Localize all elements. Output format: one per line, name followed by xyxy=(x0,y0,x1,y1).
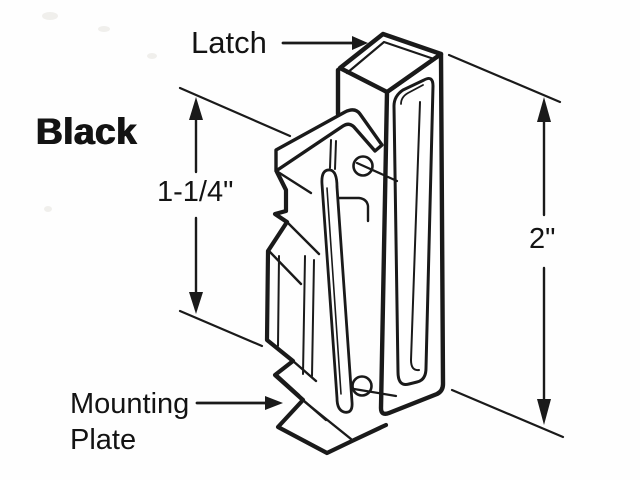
latch-callout-arrow xyxy=(281,36,368,50)
tab-under-edge-1 xyxy=(329,139,332,169)
scan-smudge xyxy=(44,206,52,212)
scan-artifacts xyxy=(42,12,157,212)
dim2-arrow-head-down xyxy=(537,399,551,425)
plate-fold-line-2 xyxy=(311,259,315,377)
adjustment-slot-outline xyxy=(320,168,354,414)
wedge-inner-edge-1 xyxy=(285,220,321,256)
plate-edge-double xyxy=(277,255,280,347)
scan-smudge xyxy=(147,53,157,59)
mounting-arrow-head xyxy=(265,396,283,410)
screw-hole-bottom-line xyxy=(352,387,398,398)
housing-top-rim-inner xyxy=(345,40,436,75)
mounting-plate xyxy=(264,169,389,456)
latch-slot-opening xyxy=(392,77,435,386)
mounting-plate-callout-arrow xyxy=(195,396,283,410)
adjustment-slot-inner-line xyxy=(326,187,342,395)
screw-hole-bottom xyxy=(351,375,398,398)
dimension-overall-height xyxy=(447,53,565,439)
serration-inner-edge-2 xyxy=(274,372,301,397)
scan-smudge xyxy=(42,12,58,20)
overall-height-dimension-label: 2" xyxy=(529,223,556,255)
screw-hole-top-line xyxy=(355,161,399,183)
plate-step-edge xyxy=(333,196,370,223)
keeper-tab-fold-line xyxy=(276,170,313,195)
latch-keeper-tab xyxy=(274,108,384,223)
dim1-extension-line-top xyxy=(178,86,292,138)
screw-hole-top xyxy=(352,155,399,183)
dim2-arrow-head-up xyxy=(537,97,551,122)
tab-under-edge-2 xyxy=(334,140,337,170)
finish-label: Black xyxy=(36,111,138,152)
latch-label: Latch xyxy=(191,25,267,60)
wedge-inner-edge-2 xyxy=(267,249,303,286)
mounting-plate-label: Mounting Plate xyxy=(70,388,190,456)
latch-arrow-head xyxy=(352,36,368,50)
slot-outer-outline xyxy=(392,77,435,386)
dimension-plate-height xyxy=(178,86,292,348)
housing-top-face xyxy=(337,31,444,95)
plate-fold-line-1 xyxy=(302,255,306,375)
dim2-extension-line-bottom xyxy=(450,388,565,439)
dim1-arrow-head-up xyxy=(189,97,203,120)
dim1-extension-line-bottom xyxy=(178,309,264,348)
plate-height-dimension-label: 1-1/4" xyxy=(157,176,234,208)
keeper-tab-band xyxy=(274,108,384,173)
dim2-extension-line-top xyxy=(447,53,562,104)
serration-inner-edge-1 xyxy=(291,359,318,383)
slot-interior-edge xyxy=(410,101,421,372)
foot-band-inner-edge xyxy=(303,400,353,441)
adjustment-slot xyxy=(320,168,354,414)
screw-hole-bottom-circle xyxy=(351,375,373,397)
mounting-plate-outline xyxy=(264,169,389,456)
slot-inner-top-line xyxy=(400,84,424,105)
dim1-arrow-head-down xyxy=(189,292,203,314)
scan-smudge xyxy=(98,26,110,32)
